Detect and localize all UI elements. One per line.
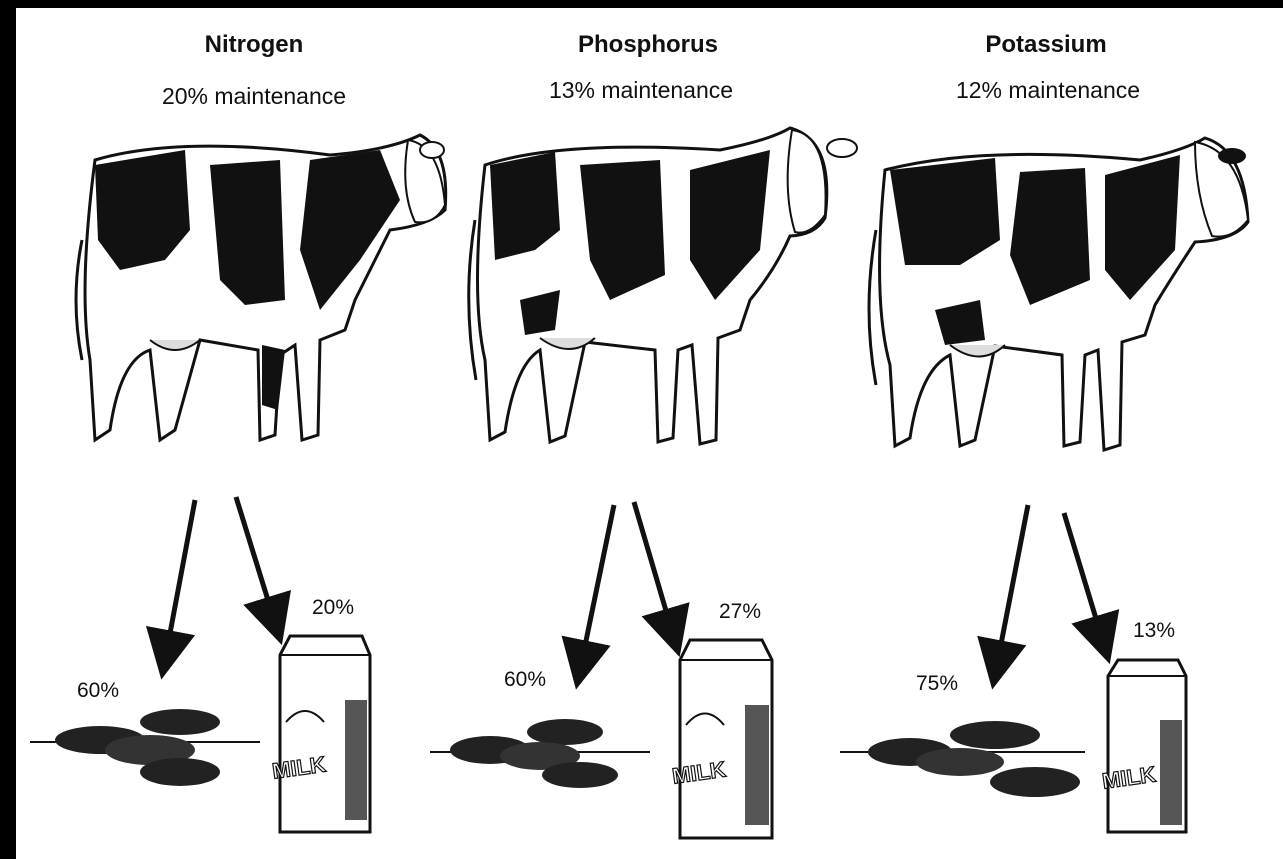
- potassium-manure-pct: 75%: [916, 672, 958, 695]
- nitrogen-milk-pct: 20%: [312, 596, 354, 619]
- milk-carton: MILK: [671, 640, 772, 838]
- nitrogen-title: Nitrogen: [205, 31, 304, 58]
- potassium-maintenance: 12% maintenance: [956, 77, 1140, 103]
- phosphorus-title: Phosphorus: [578, 31, 718, 58]
- phosphorus-maintenance: 13% maintenance: [549, 77, 733, 103]
- potassium-milk-pct: 13%: [1133, 619, 1175, 642]
- milk-carton: MILK: [1101, 660, 1186, 832]
- milk-carton: MILK: [271, 636, 370, 832]
- phosphorus-milk-pct: 27%: [719, 600, 761, 623]
- phosphorus-manure-pct: 60%: [504, 668, 546, 691]
- nitrogen-maintenance: 20% maintenance: [162, 83, 346, 109]
- nitrogen-manure-pct: 60%: [77, 679, 119, 702]
- potassium-title: Potassium: [985, 31, 1106, 58]
